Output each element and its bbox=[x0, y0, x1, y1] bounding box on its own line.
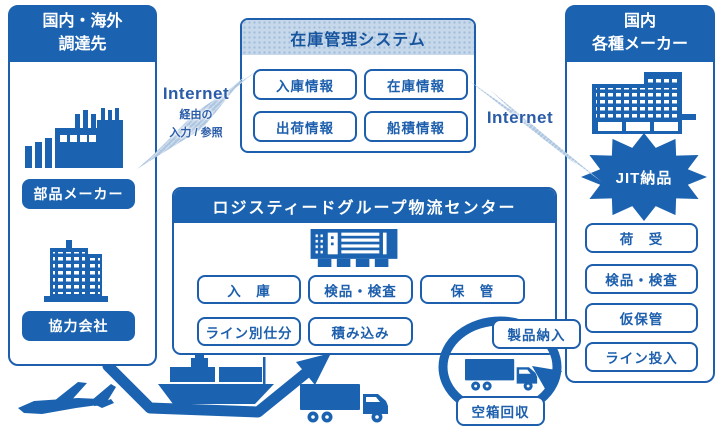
internet-left-line1: 経由の bbox=[179, 109, 213, 121]
internet-left-title: Internet bbox=[162, 84, 230, 103]
logistics-center-title: ロジスティードグループ物流センター bbox=[174, 189, 555, 223]
loading-box: 積み込み bbox=[308, 317, 413, 346]
line-input-box: ライン投入 bbox=[585, 342, 698, 372]
stock-info-box: 在庫情報 bbox=[364, 69, 468, 100]
inspection-box: 検品・検査 bbox=[308, 275, 413, 304]
product-delivery-label: 製品納入 bbox=[492, 319, 581, 349]
inbound-info-box: 入庫情報 bbox=[253, 69, 357, 100]
internet-left-line2: 入力 / 参照 bbox=[169, 127, 223, 139]
cargo-ship-icon bbox=[158, 349, 274, 404]
cargo-receiving-box: 荷 受 bbox=[585, 223, 698, 253]
jit-delivery-label: JIT納品 bbox=[615, 169, 673, 187]
maker-inspection-box: 検品・検査 bbox=[585, 264, 698, 294]
maker-panel-title: 国内 各種メーカー bbox=[566, 6, 714, 62]
empty-box-collection-label: 空箱回収 bbox=[456, 396, 545, 426]
internet-right-title: Internet bbox=[486, 108, 554, 127]
shipment-info-box: 船積情報 bbox=[364, 111, 468, 142]
receiving-box: 入 庫 bbox=[197, 275, 301, 304]
partner-company-label: 協力会社 bbox=[22, 311, 135, 341]
maker-title-line2: 各種メーカー bbox=[591, 36, 688, 53]
internet-left-label: Internet 経由の 入力 / 参照 bbox=[146, 84, 246, 140]
company-building-icon bbox=[592, 72, 696, 134]
internet-right-label: Internet bbox=[476, 108, 564, 128]
office-building-icon bbox=[44, 240, 108, 302]
supplier-panel-title: 国内・海外 調達先 bbox=[9, 6, 156, 62]
line-sorting-box: ライン別仕分 bbox=[197, 317, 301, 346]
supplier-title-line2: 調達先 bbox=[58, 36, 107, 53]
parts-maker-label: 部品メーカー bbox=[22, 179, 135, 209]
temp-storage-box: 仮保管 bbox=[585, 303, 698, 333]
inventory-system-title: 在庫管理システム bbox=[242, 20, 474, 55]
maker-title-line1: 国内 bbox=[623, 13, 656, 31]
jit-burst-icon bbox=[581, 133, 707, 221]
warehouse-icon bbox=[310, 229, 398, 267]
storage-box: 保 管 bbox=[420, 275, 525, 304]
flow-arrow-icon bbox=[102, 353, 331, 418]
shipping-info-box: 出荷情報 bbox=[253, 111, 357, 142]
truck-icon bbox=[300, 384, 388, 423]
supplier-title-line1: 国内・海外 bbox=[42, 13, 123, 31]
factory-icon bbox=[25, 108, 123, 168]
airplane-icon bbox=[18, 382, 116, 414]
